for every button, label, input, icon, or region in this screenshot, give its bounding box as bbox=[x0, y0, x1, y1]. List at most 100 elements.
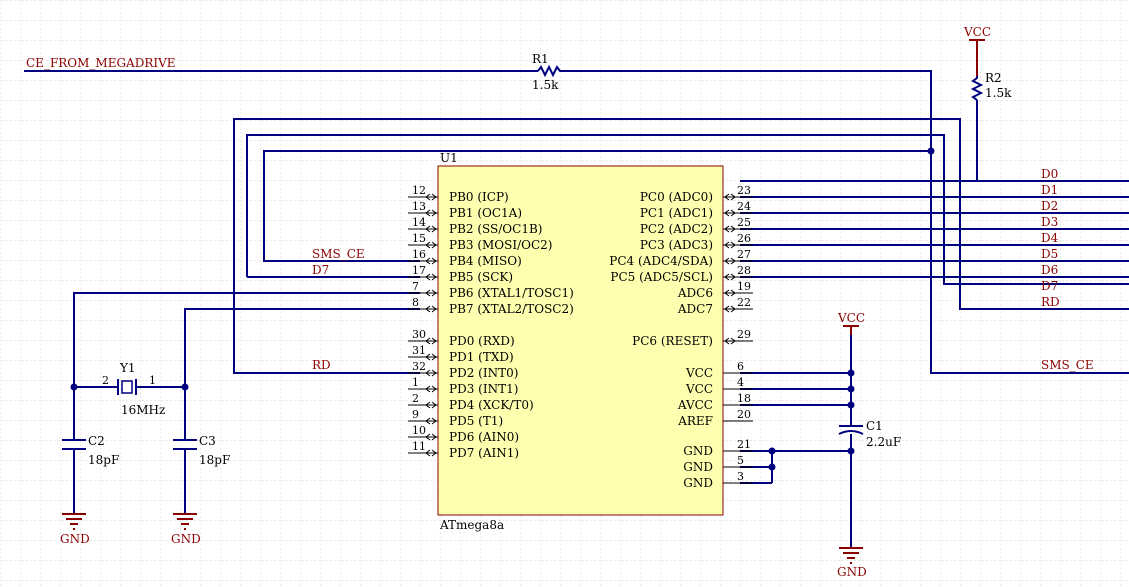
wire-xtal2 bbox=[184, 308, 420, 440]
pin-number: 11 bbox=[412, 440, 426, 453]
pin-name: PC0 (ADC0) bbox=[640, 190, 713, 204]
pin-name: PB0 (ICP) bbox=[449, 190, 509, 204]
wire-r1-to-r2 bbox=[562, 70, 1129, 374]
y1-pin-2: 2 bbox=[102, 374, 109, 387]
net-label-bus: D6 bbox=[1041, 263, 1058, 277]
pin-arrow-icon bbox=[425, 305, 437, 313]
net-label-bus: D3 bbox=[1041, 215, 1058, 229]
pin-name: PD5 (T1) bbox=[449, 414, 503, 428]
chip-body bbox=[437, 165, 724, 516]
capacitor-c2: C2 18pF bbox=[62, 434, 119, 467]
pin-arrow-icon bbox=[425, 401, 437, 409]
pin-name: ADC6 bbox=[677, 286, 713, 300]
capacitor-c1: C1 2.2uF bbox=[838, 419, 901, 449]
crystal-y1: Y1 16MHz 2 1 bbox=[102, 361, 165, 417]
vcc-c1-label: VCC bbox=[837, 311, 865, 325]
chip-pin-left: 13 PB1 (OC1A) bbox=[408, 200, 522, 220]
y1-designator: Y1 bbox=[119, 361, 136, 375]
net-label-bus: D4 bbox=[1041, 231, 1059, 245]
junction-dot bbox=[181, 383, 189, 391]
pin-number: 12 bbox=[412, 184, 426, 197]
pin-arrow-icon bbox=[425, 385, 437, 393]
pin-arrow-icon bbox=[724, 225, 736, 233]
vcc-symbol-c1: VCC bbox=[837, 311, 865, 335]
pin-arrow-icon bbox=[425, 353, 437, 361]
wires bbox=[24, 70, 1129, 548]
pin-number: 24 bbox=[737, 200, 751, 213]
r1-designator: R1 bbox=[532, 52, 549, 66]
gnd-lines bbox=[173, 513, 197, 530]
vcc-bar bbox=[843, 325, 859, 335]
chip-pin-right: 27 PC4 (ADC4/SDA) bbox=[609, 248, 753, 268]
pin-arrow-icon bbox=[425, 289, 437, 297]
gnd-lines bbox=[839, 547, 863, 564]
pin-name: PD1 (TXD) bbox=[449, 350, 514, 364]
pin-arrow-icon bbox=[425, 449, 437, 457]
pin-name: PC4 (ADC4/SDA) bbox=[609, 254, 713, 268]
capacitor-c1-plates bbox=[838, 425, 864, 435]
net-label-bus: D7 bbox=[1041, 279, 1058, 293]
pin-arrow-icon bbox=[425, 369, 437, 377]
pin-name: PC3 (ADC3) bbox=[640, 238, 713, 252]
chip-designator: U1 bbox=[440, 151, 458, 165]
pin-name: PD2 (INT0) bbox=[449, 366, 518, 380]
gnd-lines bbox=[62, 513, 86, 530]
pin-number: 27 bbox=[737, 248, 751, 261]
junction-dot bbox=[847, 447, 855, 455]
pin-number: 9 bbox=[412, 408, 419, 421]
r2-value: 1.5k bbox=[985, 86, 1012, 100]
pin-name: VCC bbox=[685, 382, 713, 396]
pin-number: 4 bbox=[737, 376, 744, 389]
pin-number: 22 bbox=[737, 296, 751, 309]
pin-arrow-icon bbox=[425, 209, 437, 217]
pin-number: 32 bbox=[412, 360, 426, 373]
vcc-bar bbox=[969, 39, 985, 76]
gnd-symbol-c1: GND bbox=[837, 547, 867, 579]
c3-value: 18pF bbox=[199, 453, 230, 467]
chip-pin-left: 12 PB0 (ICP) bbox=[408, 184, 509, 204]
pin-number: 16 bbox=[412, 248, 426, 261]
pin-number: 13 bbox=[412, 200, 426, 213]
pin-name: PD6 (AIN0) bbox=[449, 430, 519, 444]
pin-name: AREF bbox=[677, 414, 713, 428]
pin-number: 28 bbox=[737, 264, 751, 277]
pin-name: PC5 (ADC5/SCL) bbox=[610, 270, 713, 284]
pin-number: 25 bbox=[737, 216, 751, 229]
pin-arrow-icon bbox=[724, 257, 736, 265]
pin-name: AVCC bbox=[677, 398, 713, 412]
pin-name: PD4 (XCK/T0) bbox=[449, 398, 534, 412]
y1-pin-1: 1 bbox=[149, 374, 156, 387]
c1-designator: C1 bbox=[866, 419, 883, 433]
resistor-r2: R2 1.5k bbox=[970, 71, 1012, 101]
wire-rd bbox=[233, 118, 1129, 374]
pin-name: PD7 (AIN1) bbox=[449, 446, 519, 460]
junction-dot bbox=[927, 147, 935, 155]
pin-arrow-icon bbox=[425, 193, 437, 201]
junctions bbox=[70, 147, 935, 471]
pin-name: PB7 (XTAL2/TOSC2) bbox=[449, 302, 574, 316]
capacitor-c3-plates bbox=[173, 439, 197, 450]
pin-number: 21 bbox=[737, 438, 751, 451]
junction-dot bbox=[768, 463, 776, 471]
net-label-bus: RD bbox=[1041, 295, 1060, 309]
pin-name: PB4 (MISO) bbox=[449, 254, 522, 268]
pin-arrow-icon bbox=[425, 241, 437, 249]
pin-number: 3 bbox=[737, 470, 744, 483]
net-label-bus: D5 bbox=[1041, 247, 1058, 261]
r2-designator: R2 bbox=[985, 71, 1002, 85]
pin-arrow-icon bbox=[724, 241, 736, 249]
net-label-bus: D2 bbox=[1041, 199, 1058, 213]
pin-name: PB1 (OC1A) bbox=[449, 206, 522, 220]
net-label-bus: D1 bbox=[1041, 183, 1058, 197]
